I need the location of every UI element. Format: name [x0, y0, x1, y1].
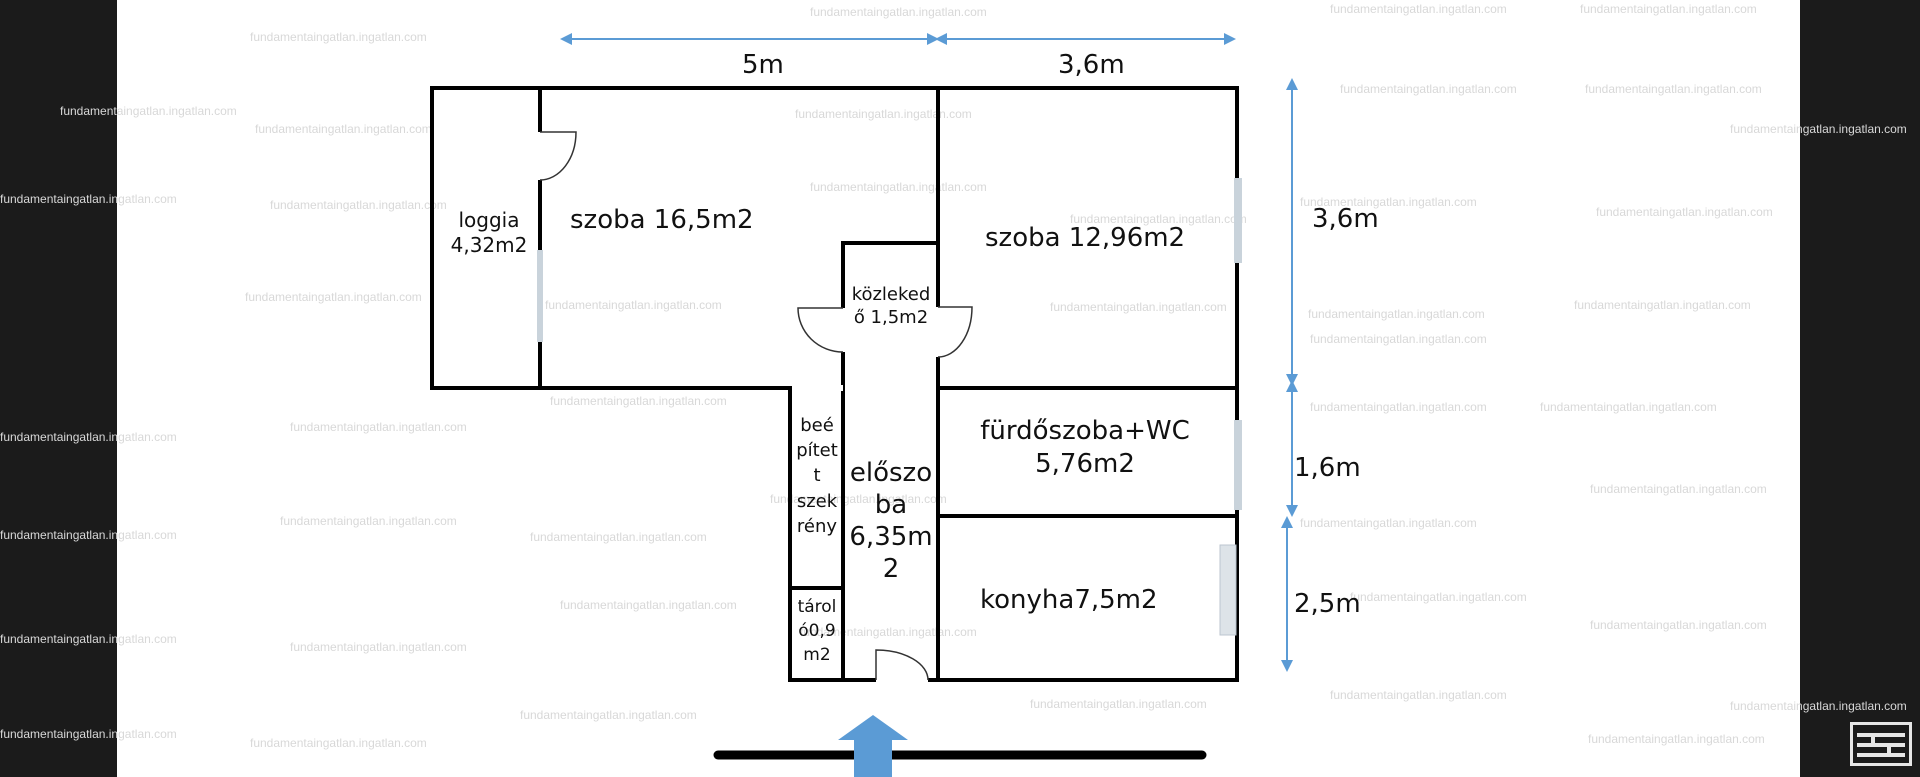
watermark-text: fundamentaingatlan.ingatlan.com [1300, 195, 1477, 209]
watermark-text: fundamentaingatlan.ingatlan.com [1330, 688, 1507, 702]
watermark-text: fundamentaingatlan.ingatlan.com [1330, 2, 1507, 16]
watermark-text: fundamentaingatlan.ingatlan.com [1585, 82, 1762, 96]
watermark-text: fundamentaingatlan.ingatlan.com [290, 640, 467, 654]
watermark-text: fundamentaingatlan.ingatlan.com [810, 180, 987, 194]
room-label-loggia: loggia 4,32m2 [450, 208, 528, 257]
watermark-text: fundamentaingatlan.ingatlan.com [1574, 298, 1751, 312]
watermark-text: fundamentaingatlan.ingatlan.com [255, 122, 432, 136]
door-swings [539, 131, 973, 681]
watermark-text: fundamentaingatlan.ingatlan.com [280, 514, 457, 528]
watermark-text: fundamentaingatlan.ingatlan.com [770, 492, 947, 506]
watermark-text: fundamentaingatlan.ingatlan.com [270, 198, 447, 212]
dimension-arrows [560, 33, 1298, 672]
watermark-text: fundamentaingatlan.ingatlan.com [1050, 300, 1227, 314]
watermark-text: fundamentaingatlan.ingatlan.com [1350, 590, 1527, 604]
watermark-text: fundamentaingatlan.ingatlan.com [550, 394, 727, 408]
windows [537, 178, 1242, 636]
watermark-text: fundamentaingatlan.ingatlan.com [1300, 516, 1477, 530]
watermark-text: fundamentaingatlan.ingatlan.com [1730, 122, 1907, 136]
watermark-text: fundamentaingatlan.ingatlan.com [60, 104, 237, 118]
watermark-text: fundamentaingatlan.ingatlan.com [0, 430, 177, 444]
watermark-text: fundamentaingatlan.ingatlan.com [1308, 307, 1485, 321]
panel-toggle-button[interactable] [1850, 722, 1912, 766]
watermark-text: fundamentaingatlan.ingatlan.com [1310, 332, 1487, 346]
room-label-beepitett-szekreny: beé pítet t szek rény [796, 415, 838, 537]
watermark-text: fundamentaingatlan.ingatlan.com [1588, 732, 1765, 746]
watermark-text: fundamentaingatlan.ingatlan.com [520, 708, 697, 722]
watermark-text: fundamentaingatlan.ingatlan.com [810, 5, 987, 19]
watermark-text: fundamentaingatlan.ingatlan.com [290, 420, 467, 434]
dim-label-right-middle: 1,6m [1294, 453, 1361, 483]
dim-label-right-lower: 2,5m [1294, 589, 1361, 619]
watermark-text: fundamentaingatlan.ingatlan.com [560, 598, 737, 612]
walls [430, 86, 1239, 682]
room-label-szoba-1: szoba 16,5m2 [570, 205, 754, 235]
watermark-text: fundamentaingatlan.ingatlan.com [530, 530, 707, 544]
watermark-text: fundamentaingatlan.ingatlan.com [795, 107, 972, 121]
watermark-text: fundamentaingatlan.ingatlan.com [1540, 400, 1717, 414]
toggle-panel-icon [1857, 733, 1905, 757]
watermark-text: fundamentaingatlan.ingatlan.com [1596, 205, 1773, 219]
watermark-text: fundamentaingatlan.ingatlan.com [1590, 618, 1767, 632]
entrance-arrow-icon [838, 715, 908, 777]
watermark-text: fundamentaingatlan.ingatlan.com [1310, 400, 1487, 414]
room-label-eloszoba: előszo ba 6,35m 2 [849, 458, 933, 584]
watermark-text: fundamentaingatlan.ingatlan.com [1590, 482, 1767, 496]
dim-label-top-right: 3,6m [1058, 50, 1125, 80]
room-label-furdoszoba: fürdőszoba+WC 5,76m2 [980, 416, 1190, 479]
watermark-text: fundamentaingatlan.ingatlan.com [0, 528, 177, 542]
watermark-text: fundamentaingatlan.ingatlan.com [250, 30, 427, 44]
watermark-text: fundamentaingatlan.ingatlan.com [1070, 212, 1247, 226]
door-openings [537, 132, 941, 683]
watermark-text: fundamentaingatlan.ingatlan.com [245, 290, 422, 304]
watermark-text: fundamentaingatlan.ingatlan.com [545, 298, 722, 312]
watermark-text: fundamentaingatlan.ingatlan.com [0, 632, 177, 646]
watermark-text: fundamentaingatlan.ingatlan.com [1730, 699, 1907, 713]
room-label-kozlekedo: közleked ő 1,5m2 [851, 284, 931, 328]
watermark-text: fundamentaingatlan.ingatlan.com [0, 727, 177, 741]
watermark-text: fundamentaingatlan.ingatlan.com [1340, 82, 1517, 96]
entrance [713, 715, 1207, 777]
room-label-szoba-2: szoba 12,96m2 [985, 223, 1186, 253]
watermark-text: fundamentaingatlan.ingatlan.com [1030, 697, 1207, 711]
watermark-text: fundamentaingatlan.ingatlan.com [250, 736, 427, 750]
room-label-konyha: konyha7,5m2 [980, 585, 1158, 615]
dim-label-right-upper: 3,6m [1312, 204, 1379, 234]
watermark-text: fundamentaingatlan.ingatlan.com [0, 192, 177, 206]
dim-label-top-left: 5m [742, 50, 784, 80]
watermark-text: fundamentaingatlan.ingatlan.com [1580, 2, 1757, 16]
room-label-tarolo: tárol ó0,9 m2 [797, 597, 837, 665]
